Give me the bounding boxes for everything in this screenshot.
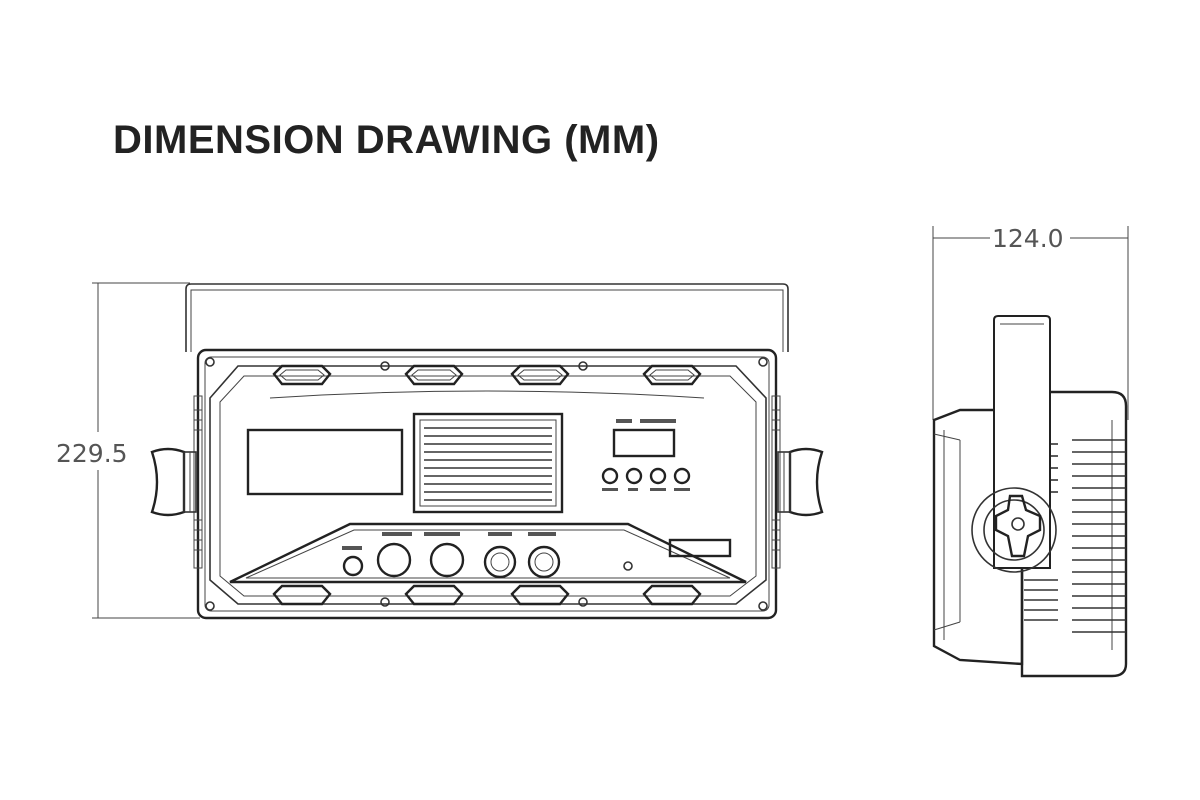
top-handles: [272, 364, 702, 386]
left-knob: [150, 447, 197, 517]
front-view: [150, 283, 824, 620]
control-button: [625, 467, 643, 485]
depth-dimension: 124.0: [932, 224, 1129, 420]
depth-dimension-label: 124.0: [992, 224, 1064, 253]
height-dimension: 229.5: [56, 282, 200, 619]
cooling-fins: [1024, 439, 1126, 633]
power-out-connector: [429, 542, 465, 578]
connectors: [342, 538, 732, 579]
dmx-out-connector: [527, 545, 561, 579]
fan-grille: [412, 412, 564, 514]
label-window: [246, 428, 404, 496]
pivot-knob: [971, 487, 1057, 573]
height-dimension-label: 229.5: [56, 439, 128, 468]
dmx-in-connector: [483, 545, 517, 579]
right-side-vents: [771, 395, 781, 569]
control-button: [649, 467, 667, 485]
fuse-holder: [342, 555, 364, 577]
led-display: [612, 428, 676, 458]
led-display-panel: [601, 419, 691, 491]
screws: [205, 357, 768, 611]
nameplate: [668, 538, 732, 558]
left-side-vents: [193, 395, 203, 569]
right-knob: [777, 447, 824, 517]
power-in-connector: [376, 542, 412, 578]
bottom-handles: [272, 584, 702, 606]
control-button: [673, 467, 691, 485]
control-button: [601, 467, 619, 485]
side-view: [932, 315, 1128, 678]
page-title: DIMENSION DRAWING (MM): [113, 118, 660, 162]
connector-labels: [342, 532, 556, 550]
